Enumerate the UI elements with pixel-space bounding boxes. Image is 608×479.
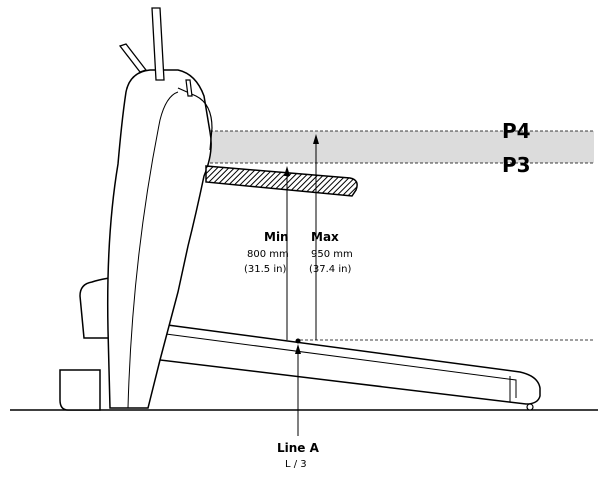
line-a-subtitle: L / 3 <box>285 459 307 470</box>
handrail <box>205 165 358 197</box>
line-a-title: Line A <box>277 441 320 455</box>
max-in: (37.4 in) <box>309 264 351 275</box>
upright-frame <box>106 69 212 409</box>
min-in: (31.5 in) <box>244 264 286 275</box>
console-pod <box>177 87 213 151</box>
min-title: Min <box>264 230 289 244</box>
upright-inner-line <box>127 91 179 409</box>
base-foot <box>59 369 101 411</box>
min-arrowhead <box>284 166 290 176</box>
height-range-band <box>210 131 594 163</box>
console-post <box>151 7 165 81</box>
running-deck <box>159 323 541 405</box>
max-arrowhead <box>313 134 319 144</box>
p3-label: P3 <box>502 153 531 177</box>
deck-inner-line <box>165 333 517 398</box>
min-mm: 800 mm <box>247 249 289 260</box>
console-handle <box>118 43 148 73</box>
p4-label: P4 <box>502 119 531 143</box>
line-a-arrowhead <box>295 344 301 354</box>
max-mm: 950 mm <box>311 249 353 260</box>
line-a-point <box>295 338 301 344</box>
rear-roller <box>526 403 534 411</box>
console-knob <box>185 79 193 97</box>
max-title: Max <box>311 230 339 244</box>
